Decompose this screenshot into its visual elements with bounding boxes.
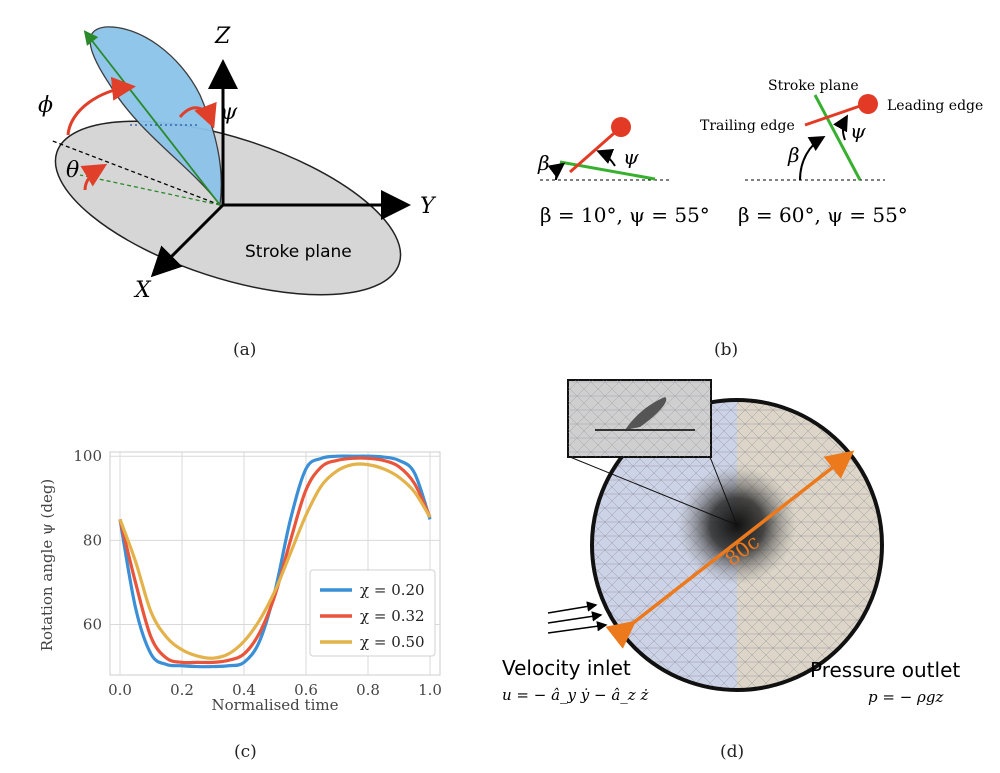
caption-b: (b) <box>714 340 739 360</box>
legend-label: χ = 0.50 <box>360 633 425 651</box>
theta-label: θ <box>66 158 79 183</box>
caption-a: (a) <box>233 340 257 360</box>
x-axis-label: X <box>133 278 152 303</box>
velocity-inlet-label: Velocity inlet <box>502 656 631 680</box>
theta-arc <box>80 163 108 191</box>
y-axis-label: Y <box>420 194 437 219</box>
left-equation: β = 10°, ψ = 55° <box>540 203 710 227</box>
left-chord-line <box>569 126 621 174</box>
legend-label: χ = 0.20 <box>360 581 425 599</box>
right-psi-label: ψ <box>850 119 866 143</box>
stroke-plane-label: Stroke plane <box>245 242 352 262</box>
panel-a: Z Y X ϕ θ ψ Stroke plane <box>30 15 470 315</box>
rotation-angle-chart: 0.0 0.2 0.4 0.6 0.8 1.0 60 80 100 Normalised tim… <box>38 447 442 714</box>
x-tick-label: 0.4 <box>232 681 256 699</box>
z-axis-label: Z <box>214 24 231 49</box>
legend-label: χ = 0.32 <box>360 607 425 625</box>
domain-boundary <box>590 398 884 692</box>
legend: χ = 0.20 χ = 0.32 χ = 0.50 <box>309 569 436 657</box>
inlet-arrow-3 <box>547 621 608 634</box>
series-lines <box>118 454 432 669</box>
right-leading-edge-dot <box>858 94 878 114</box>
wing-midline <box>83 30 221 206</box>
right-psi-arc <box>833 114 848 141</box>
wing-kinematics-diagram: Z Y X ϕ θ ψ Stroke plane <box>38 24 437 303</box>
panel-c: 0.0 0.2 0.4 0.6 0.8 1.0 60 80 100 Normalised tim… <box>30 435 460 725</box>
left-leading-edge-dot <box>611 117 631 137</box>
left-beta-arc <box>547 162 566 181</box>
psi-label: ψ <box>220 100 238 125</box>
right-stroke-plane-line <box>813 94 862 181</box>
x-axis <box>150 203 225 278</box>
left-psi-label: ψ <box>623 145 639 169</box>
y-axis-label: Rotation angle ψ (deg) <box>38 479 56 652</box>
right-beta-arc <box>799 135 826 181</box>
phi-arc <box>66 76 136 136</box>
diameter-arrow <box>605 450 855 649</box>
dashed-line-black <box>49 139 221 206</box>
stroke-plane-ellipse <box>54 120 402 296</box>
left-beta-label: β <box>537 151 550 175</box>
phi-label: ϕ <box>38 93 53 118</box>
y-tick-label: 80 <box>83 531 102 549</box>
panel-b: β ψ β = 10°, ψ = 55° β ψ Stroke plane Le… <box>520 70 990 250</box>
series-line-2 <box>118 462 432 660</box>
series-line-1 <box>118 456 432 665</box>
x-tick-label: 0.6 <box>294 681 318 699</box>
left-stroke-plane-line <box>559 160 656 181</box>
right-chord-line <box>804 104 861 127</box>
x-axis-label: Normalised time <box>212 696 339 714</box>
x-tick-label: 0.2 <box>170 681 194 699</box>
stroke-plane-label-b: Stroke plane <box>768 78 859 94</box>
trailing-edge-label: Trailing edge <box>700 118 795 134</box>
right-equation: β = 60°, ψ = 55° <box>738 203 908 227</box>
x-tick-label: 1.0 <box>418 681 442 699</box>
psi-arc <box>178 101 217 129</box>
inlet-arrow-1 <box>547 601 598 614</box>
pitch-angle-diagram: β ψ β = 10°, ψ = 55° β ψ Stroke plane Le… <box>537 78 983 227</box>
caption-c: (c) <box>234 742 257 762</box>
right-beta-label: β <box>787 143 800 167</box>
tick-labels: 0.0 0.2 0.4 0.6 0.8 1.0 60 80 100 <box>73 447 442 699</box>
caption-d: (d) <box>720 742 745 762</box>
y-tick-label: 60 <box>83 616 102 634</box>
left-psi-arc <box>596 149 616 167</box>
pressure-outlet-equation: p = − ρgz <box>868 688 943 706</box>
leading-edge-label: Leading edge <box>887 98 983 114</box>
velocity-inlet-equation: u = − â_y ẏ − â_z ż <box>502 686 648 704</box>
pressure-outlet-label: Pressure outlet <box>810 658 960 682</box>
x-tick-label: 0.0 <box>108 681 132 699</box>
x-tick-label: 0.8 <box>356 681 380 699</box>
inlet-arrow-2 <box>547 611 603 624</box>
inset-wing <box>625 397 667 430</box>
mesh-domain-diagram: 80c Velocity inlet u = − â_y ẏ − â_z ż P… <box>502 379 960 706</box>
panel-d: 80c Velocity inlet u = − â_y ẏ − â_z ż P… <box>500 375 990 715</box>
y-tick-label: 100 <box>73 447 102 465</box>
